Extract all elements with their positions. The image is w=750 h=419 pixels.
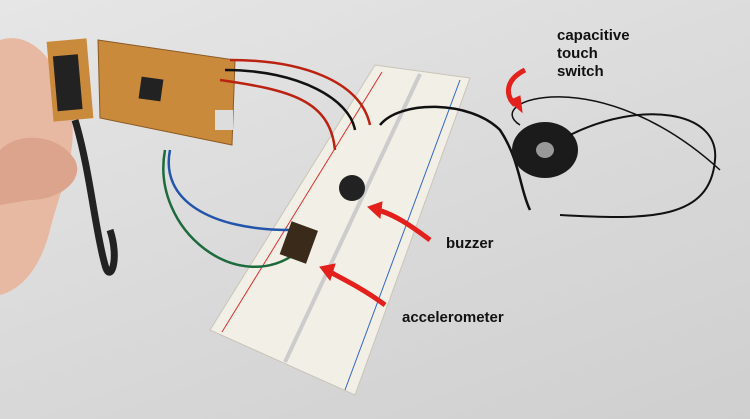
thumb [0, 137, 78, 205]
black-wire [224, 68, 357, 131]
green-wire [162, 149, 301, 269]
buzzer [339, 175, 365, 201]
pcb-board [97, 39, 236, 146]
label-line: touch [557, 45, 598, 62]
black-wire [379, 105, 532, 211]
accelerometer-label: accelerometer [402, 309, 504, 326]
red-wire [219, 78, 337, 151]
breadboard [209, 64, 471, 396]
accelerometer [279, 221, 318, 264]
capacitive-touch-switch-label: capacitive touch switch [557, 27, 677, 81]
label-line: switch [557, 63, 604, 80]
arrow-touch-switch [505, 67, 527, 114]
arrow-accelerometer [319, 263, 387, 308]
label-line: capacitive [557, 27, 630, 44]
red-wire [229, 58, 372, 126]
microcontroller-chip [138, 76, 164, 102]
usb-cable [71, 118, 118, 276]
buzzer-label: buzzer [446, 235, 494, 252]
arrow-buzzer [367, 201, 432, 243]
sensor-cable [559, 113, 717, 218]
blue-wire [167, 149, 291, 232]
